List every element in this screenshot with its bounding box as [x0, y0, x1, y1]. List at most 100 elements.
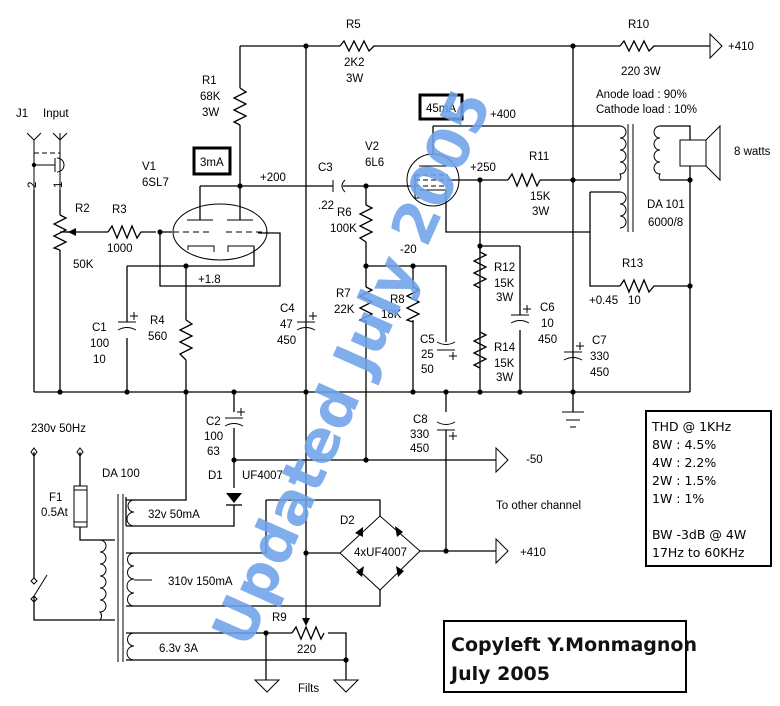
- d2-type: 4xUF4007: [354, 547, 407, 559]
- fb-voltage: +0.45: [589, 295, 618, 307]
- r5-value: 2K2: [344, 57, 364, 69]
- resistor-r2: [52, 214, 68, 251]
- c2-voltage: 63: [207, 446, 220, 458]
- r2-ref: R2: [75, 203, 90, 215]
- r8-value: 18K: [381, 309, 402, 321]
- r1-power: 3W: [202, 107, 219, 119]
- resistor-r4: [178, 319, 194, 361]
- da101-ratio: 6000/8: [648, 217, 683, 229]
- f1-value: 0.5At: [41, 507, 69, 519]
- c6-value: 10: [541, 318, 554, 330]
- v1-type: 6SL7: [142, 177, 169, 189]
- resistors: [52, 39, 660, 641]
- spec-line: 4W : 2.2%: [652, 455, 716, 470]
- other-channel-label: To other channel: [496, 500, 581, 512]
- v1-cathode-voltage: +1.8: [198, 274, 221, 286]
- r12-power: 3W: [496, 292, 513, 304]
- r14-value: 15K: [494, 358, 515, 370]
- resistor-r9: [291, 625, 325, 641]
- bias-voltage: -20: [400, 244, 417, 256]
- diode-d1: [226, 493, 242, 506]
- c4-ref: C4: [280, 303, 295, 315]
- r2-wiper-arrow: [68, 228, 76, 236]
- da101-ref: DA 101: [647, 199, 685, 211]
- watermark: Updated July 2005: [199, 80, 505, 656]
- r11-value: 15K: [530, 191, 551, 203]
- spec-line: 8W : 4.5%: [652, 437, 716, 452]
- r10-ref: R10: [628, 19, 649, 31]
- v2-current-box: [418, 93, 464, 121]
- r9-wiper-arrow: [302, 618, 310, 626]
- speaker: [679, 124, 721, 182]
- j1-pin1: 1: [53, 182, 65, 188]
- r14-power: 3W: [496, 372, 513, 384]
- r4-ref: R4: [150, 315, 165, 327]
- resistor-r11: [507, 172, 541, 188]
- c5-ref: C5: [420, 334, 435, 346]
- r3-ref: R3: [112, 204, 127, 216]
- capacitors: [117, 179, 584, 440]
- d2-ref: D2: [340, 515, 355, 527]
- capacitor-c1: [117, 312, 138, 331]
- capacitor-c4: [296, 312, 317, 331]
- v1-current: 3mA: [200, 157, 224, 169]
- v2-current: 45mA: [426, 103, 456, 115]
- v2-ref: V2: [365, 141, 379, 153]
- r1-ref: R1: [202, 75, 217, 87]
- j1-ref: J1: [16, 108, 28, 120]
- c1-voltage: 10: [93, 354, 106, 366]
- c7-voltage: 450: [590, 367, 609, 379]
- spec-line: THD @ 1KHz: [651, 419, 732, 434]
- c2-value: 100: [204, 431, 223, 443]
- c8-ref: C8: [413, 414, 428, 426]
- r11-power: 3W: [532, 206, 549, 218]
- r9-value: 220: [297, 644, 316, 656]
- resistor-r6: [358, 204, 374, 243]
- c5-voltage: 50: [421, 364, 434, 376]
- c3-ref: C3: [318, 162, 333, 174]
- copyright-line2: July 2005: [449, 663, 550, 685]
- capacitor-c2: [224, 408, 245, 427]
- spec-line: 1W : 1%: [652, 491, 704, 506]
- capacitor-c8: [436, 421, 457, 440]
- sec1-label: 32v 50mA: [148, 509, 200, 521]
- spec-line: BW -3dB @ 4W: [652, 527, 746, 542]
- anode-load: Anode load : 90%: [596, 89, 687, 101]
- copyright-line1: Copyleft Y.Monmagnon: [451, 634, 697, 656]
- r12-value: 15K: [494, 278, 515, 290]
- r13-ref: R13: [622, 258, 643, 270]
- wires: [33, 45, 710, 680]
- c5-value: 25: [421, 349, 434, 361]
- r3-value: 1000: [107, 243, 133, 255]
- cathode-load: Cathode load : 10%: [596, 104, 697, 116]
- diode-bridge-d2: [339, 515, 421, 591]
- v2-g2-voltage: +250: [470, 162, 496, 174]
- supply-out2-voltage: +410: [520, 547, 546, 559]
- da100-ref: DA 100: [102, 468, 140, 480]
- r4-value: 560: [148, 331, 167, 343]
- c6-ref: C6: [540, 302, 555, 314]
- resistor-r3: [107, 224, 156, 240]
- r2-value: 50K: [73, 259, 94, 271]
- r5-ref: R5: [346, 19, 361, 31]
- d1-type: UF4007: [242, 470, 283, 482]
- spec-line: 2W : 1.5%: [652, 473, 716, 488]
- capacitor-c3: [332, 179, 346, 193]
- j1-pin2: 2: [27, 182, 39, 188]
- r12-ref: R12: [494, 262, 515, 274]
- supply-out-voltage: +410: [728, 41, 754, 53]
- r6-ref: R6: [337, 207, 352, 219]
- v1-anode-voltage: +200: [260, 172, 286, 184]
- resistor-r10: [619, 39, 660, 53]
- v2-type: 6L6: [365, 157, 384, 169]
- capacitor-c6: [510, 305, 531, 324]
- c6-voltage: 450: [538, 334, 557, 346]
- c1-ref: C1: [92, 322, 107, 334]
- r7-value: 22K: [334, 304, 355, 316]
- resistor-r12: [472, 246, 488, 336]
- c4-value: 47: [280, 319, 293, 331]
- c7-ref: C7: [592, 335, 607, 347]
- j1-label: Input: [43, 108, 69, 120]
- copyright-box: Copyleft Y.Monmagnon July 2005: [443, 620, 697, 693]
